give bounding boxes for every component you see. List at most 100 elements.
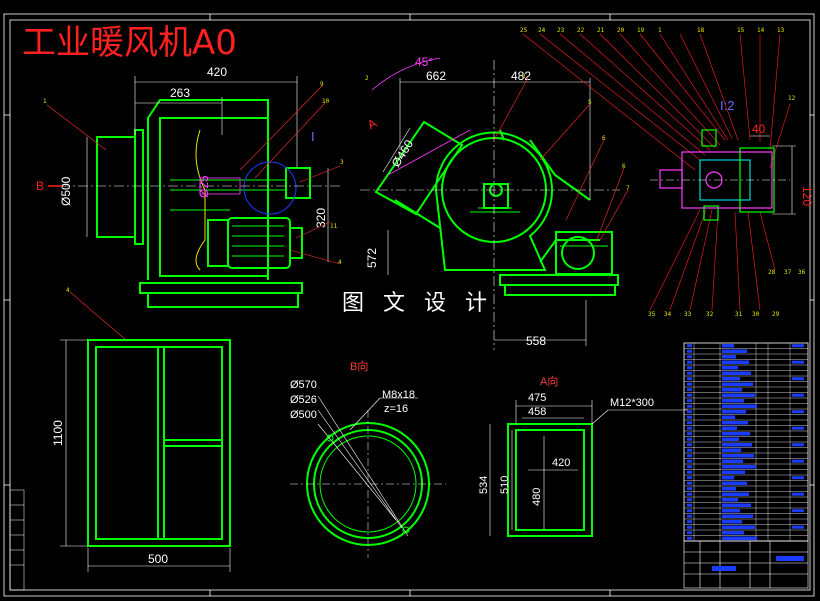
table-cell-text [722,355,736,359]
balloon-t22: 22 [577,27,585,34]
parts-list-table [683,342,809,542]
table-cell-index [687,371,692,375]
table-cell-text [722,426,737,430]
table-cell-index [687,426,692,430]
table-cell-text [722,388,742,392]
table-cell-note [792,377,804,381]
table-cell-index [687,344,692,348]
table-cell-index [687,459,692,463]
dim-d460: Ø460 [389,137,417,170]
table-cell-index [687,366,692,370]
drawing-title: 工业暖风机A0 [22,23,237,63]
table-cell-note [792,492,804,496]
balloon-b32: 32 [706,311,714,318]
balloon-s7: 7 [626,185,630,192]
balloon-3: 3 [340,159,344,166]
dim-1100: 1100 [51,420,65,446]
table-cell-text [722,525,755,529]
table-cell-index [687,470,692,474]
table-cell-index [687,421,692,425]
table-cell-text [722,437,739,441]
table-cell-note [792,509,804,513]
table-cell-index [687,525,692,529]
dim-d25: Ø25 [197,175,211,198]
table-cell-text [722,349,747,353]
dim-d570: Ø570 [290,379,317,391]
table-cell-index [687,509,692,513]
view-a-label: A向 [540,374,558,388]
balloon-s6: 6 [602,135,606,142]
table-cell-text [722,421,748,425]
balloon-10: 10 [322,98,330,105]
dim-d526: Ø526 [290,394,317,406]
table-cell-text [722,404,757,408]
table-cell-text [722,360,749,364]
dim-482: 482 [511,69,531,83]
table-cell-text [722,382,753,386]
table-cell-index [687,393,692,397]
view-mark-b: B [36,179,44,193]
balloon-11: 11 [330,223,338,230]
dim-d500: Ø500 [59,176,73,206]
table-cell-text [722,377,740,381]
table-cell-text [722,465,756,469]
dim-534: 534 [478,476,490,494]
section-mark-detail: I:2 [720,98,734,113]
balloon-t25: 25 [520,27,528,34]
balloon-b36: 36 [798,269,806,276]
table-cell-note [792,360,804,364]
dim-475: 475 [528,392,546,404]
table-cell-note [792,443,804,447]
table-cell-text [722,410,746,414]
table-cell-index [687,498,692,502]
balloon-1: 1 [43,98,47,105]
balloon-4b: 4 [66,287,70,294]
table-cell-index [687,487,692,491]
balloon-r12: 12 [788,95,796,102]
angle-45: 45° [415,55,433,69]
balloon-t13: 13 [777,27,785,34]
view-b-label: B向 [350,359,368,373]
dim-m8x18: M8x18 [382,389,415,401]
table-cell-text [722,514,753,518]
table-cell-index [687,536,692,540]
table-cell-note [792,344,804,348]
table-cell-text [722,498,738,502]
view-a [489,400,688,537]
table-cell-index [687,520,692,524]
table-cell-note [792,476,804,480]
table-cell-index [687,415,692,419]
dim-z16: z=16 [384,403,408,415]
table-cell-text [722,470,745,474]
table-cell-index [687,399,692,403]
dim-558: 558 [526,334,546,348]
table-cell-text [722,531,744,535]
table-cell-text [722,454,754,458]
balloon-9: 9 [320,81,324,88]
dim-m12x300: M12*300 [610,397,654,409]
table-cell-index [687,503,692,507]
title-block [683,540,809,589]
balloon-t14: 14 [757,27,765,34]
dim-510: 510 [499,476,511,494]
table-cell-text [722,432,750,436]
dim-662: 662 [426,69,446,83]
table-cell-index [687,481,692,485]
detail-view [522,33,796,311]
table-cell-text [722,448,741,452]
leader-lines-left [46,85,341,341]
view-b [290,395,446,558]
banner-text: 图 文 设 计 [342,291,493,316]
balloon-2: 2 [365,75,369,82]
section-mark: I [311,129,315,144]
table-cell-index [687,377,692,381]
balloon-s5: 5 [588,99,592,106]
dim-420: 420 [207,65,227,79]
table-cell-index [687,443,692,447]
table-cell-note [792,393,804,397]
balloon-t24: 24 [538,27,546,34]
balloon-s6b: 6 [622,163,626,170]
table-cell-text [722,459,743,463]
